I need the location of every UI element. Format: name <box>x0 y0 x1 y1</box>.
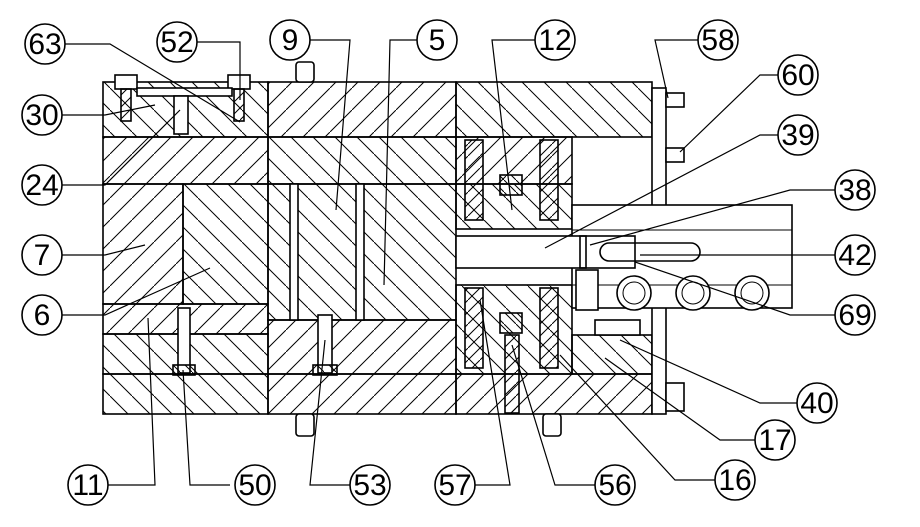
support-plate-mid <box>267 319 457 375</box>
balloon-52: 52 <box>156 21 198 63</box>
balloon-circle <box>777 114 819 156</box>
balloon-circle <box>834 294 876 336</box>
balloon-58: 58 <box>697 19 739 61</box>
plate-24 <box>102 136 269 185</box>
balloon-circle <box>349 464 391 506</box>
balloon-circle <box>534 19 576 61</box>
balloon-label: 40 <box>800 387 833 420</box>
balloon-label: 57 <box>438 469 471 502</box>
part-58 <box>665 92 685 108</box>
balloon-circle <box>834 169 876 211</box>
balloon-circle <box>777 54 819 96</box>
bottom-plate-right <box>455 373 653 415</box>
balloon-56: 56 <box>594 464 636 506</box>
balloon-circle <box>697 19 739 61</box>
plates <box>102 81 685 415</box>
roller-2 <box>675 275 711 311</box>
retainer <box>579 235 636 269</box>
balloon-label: 52 <box>160 26 193 59</box>
balloon-label: 39 <box>781 119 814 152</box>
balloon-circle <box>24 23 66 65</box>
balloon-label: 9 <box>282 24 299 57</box>
balloon-69: 69 <box>834 294 876 336</box>
balloon-label: 56 <box>598 469 631 502</box>
part-42-pin <box>599 242 701 262</box>
balloon-63: 63 <box>24 23 66 65</box>
balloon-17: 17 <box>754 419 796 461</box>
top-plate-middle <box>267 81 457 138</box>
balloon-label: 60 <box>781 59 814 92</box>
balloon-label: 30 <box>25 99 58 132</box>
balloon-label: 50 <box>238 469 271 502</box>
balloon-circle <box>156 21 198 63</box>
balloon-circle <box>21 164 63 206</box>
balloon-label: 12 <box>538 24 571 57</box>
balloon-circle <box>434 464 476 506</box>
balloon-12: 12 <box>534 19 576 61</box>
balloon-7: 7 <box>21 234 63 276</box>
balloon-11: 11 <box>67 464 109 506</box>
balloon-circle <box>21 294 63 336</box>
balloon-50: 50 <box>234 464 276 506</box>
balloon-label: 16 <box>718 464 751 497</box>
part-balloons: 63 52 9 5 12 58 60 30 39 24 38 7 42 6 69 40 17 11 50 53 57 56… <box>21 19 876 506</box>
balloon-label: 63 <box>28 28 61 61</box>
balloon-label: 42 <box>838 239 871 272</box>
balloon-circle <box>21 94 63 136</box>
roller-3 <box>734 275 770 311</box>
balloon-label: 38 <box>838 174 871 207</box>
balloon-circle <box>67 464 109 506</box>
balloon-9: 9 <box>269 19 311 61</box>
balloon-circle <box>754 419 796 461</box>
part-6 <box>182 183 269 305</box>
part-17 <box>571 334 653 375</box>
balloon-circle <box>594 464 636 506</box>
balloon-42: 42 <box>834 234 876 276</box>
balloon-circle <box>796 382 838 424</box>
balloon-label: 17 <box>758 424 791 457</box>
balloon-label: 53 <box>353 469 386 502</box>
screws <box>114 74 559 414</box>
balloon-24: 24 <box>21 164 63 206</box>
balloon-53: 53 <box>349 464 391 506</box>
balloon-5: 5 <box>416 19 458 61</box>
balloon-circle <box>714 459 756 501</box>
sprue-and-rail <box>455 204 793 311</box>
balloon-57: 57 <box>434 464 476 506</box>
roller-1 <box>616 275 652 311</box>
balloon-60: 60 <box>777 54 819 96</box>
part-40 <box>594 319 641 336</box>
balloon-circle <box>269 19 311 61</box>
balloon-label: 69 <box>838 299 871 332</box>
balloon-30: 30 <box>21 94 63 136</box>
bottom-plate-mid <box>267 373 457 415</box>
guide-pins <box>295 61 562 437</box>
part-60 <box>665 147 685 163</box>
balloon-40: 40 <box>796 382 838 424</box>
plate-24-mid <box>267 136 457 185</box>
balloon-16: 16 <box>714 459 756 501</box>
balloon-circle <box>834 234 876 276</box>
balloon-label: 7 <box>34 239 51 272</box>
balloon-38: 38 <box>834 169 876 211</box>
top-plate-right <box>455 81 653 138</box>
balloon-label: 6 <box>34 299 51 332</box>
stop-bottom <box>665 382 685 412</box>
balloon-circle <box>21 234 63 276</box>
balloon-label: 11 <box>72 469 103 502</box>
balloon-label: 58 <box>701 24 734 57</box>
balloon-label: 24 <box>25 169 58 202</box>
balloon-circle <box>234 464 276 506</box>
balloon-6: 6 <box>21 294 63 336</box>
balloon-label: 5 <box>429 24 446 57</box>
part-38-nozzle <box>455 235 587 269</box>
balloon-39: 39 <box>777 114 819 156</box>
balloon-circle <box>416 19 458 61</box>
